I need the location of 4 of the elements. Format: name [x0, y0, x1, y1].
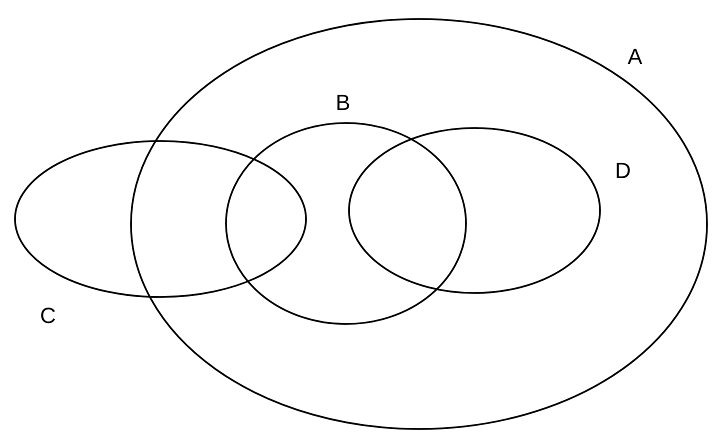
- set-label: C: [40, 304, 56, 328]
- set-label: A: [628, 45, 642, 69]
- set-label: B: [336, 91, 350, 115]
- set-label: D: [615, 159, 631, 183]
